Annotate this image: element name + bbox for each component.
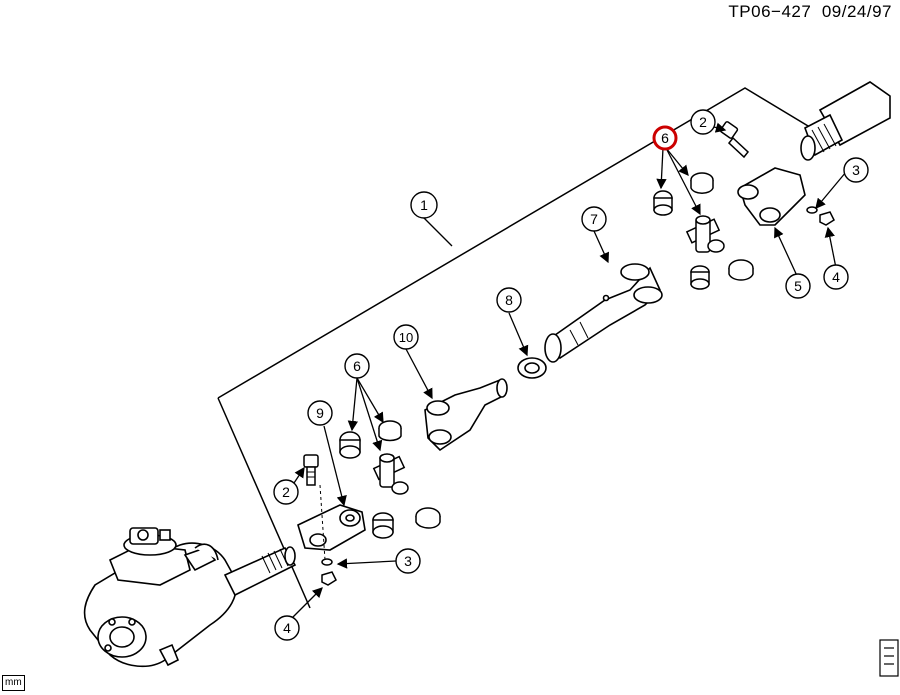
callout-3-lower-label: 3: [404, 553, 412, 569]
callout-6-upper-highlighted: 6: [652, 125, 678, 151]
steering-gear: [83, 527, 297, 668]
callout-4-upper: 4: [823, 264, 849, 290]
callout-1: 1: [410, 191, 438, 219]
unit-tag: mm: [2, 675, 25, 691]
callout-7-label: 7: [590, 211, 598, 227]
shaft-seal: [517, 357, 547, 379]
callout-2-upper-label: 2: [699, 114, 707, 130]
callout-4-lower: 4: [274, 615, 300, 641]
callout-6-upper-label: 6: [661, 130, 669, 146]
document-date: 09/24/97: [821, 2, 892, 21]
callout-3-upper-label: 3: [852, 162, 860, 178]
upper-ujoint-kit: [653, 172, 754, 290]
assembly-bracket: [217, 87, 829, 609]
upper-nut-washer: [806, 206, 835, 226]
callout-6-lower-label: 6: [353, 358, 361, 374]
document-number: TP06−427: [728, 2, 812, 21]
callout-2-lower: 2: [273, 479, 299, 505]
callout-4-lower-label: 4: [283, 620, 291, 636]
callout-4-upper-label: 4: [832, 269, 840, 285]
callout-8: 8: [496, 287, 522, 313]
document-id: TP06−427 09/24/97: [728, 2, 892, 22]
callout-2-lower-label: 2: [282, 484, 290, 500]
callout-10: 10: [393, 324, 419, 350]
callout-1-label: 1: [420, 197, 428, 213]
corner-symbol-icon: [879, 639, 899, 677]
lower-nut-washer: [321, 558, 337, 586]
upper-pinch-bolt: [719, 121, 750, 159]
callout-6-lower: 6: [344, 353, 370, 379]
intermediate-yoke: [424, 378, 508, 452]
callout-3-lower: 3: [395, 548, 421, 574]
lower-pinch-bolt: [303, 454, 319, 486]
callout-7: 7: [581, 206, 607, 232]
callout-9-label: 9: [316, 405, 324, 421]
callout-3-upper: 3: [843, 157, 869, 183]
intermediate-shaft: [544, 263, 663, 363]
callout-8-label: 8: [505, 292, 513, 308]
callout-9: 9: [307, 400, 333, 426]
lower-yoke: [297, 484, 366, 561]
callout-2-upper: 2: [690, 109, 716, 135]
callout-5: 5: [785, 273, 811, 299]
callout-10-label: 10: [399, 330, 413, 345]
steering-column-shaft: [800, 81, 891, 161]
callout-5-label: 5: [794, 278, 802, 294]
leader-lines: [287, 122, 847, 623]
lower-ujoint-kit: [339, 420, 441, 539]
upper-yoke: [737, 167, 806, 226]
